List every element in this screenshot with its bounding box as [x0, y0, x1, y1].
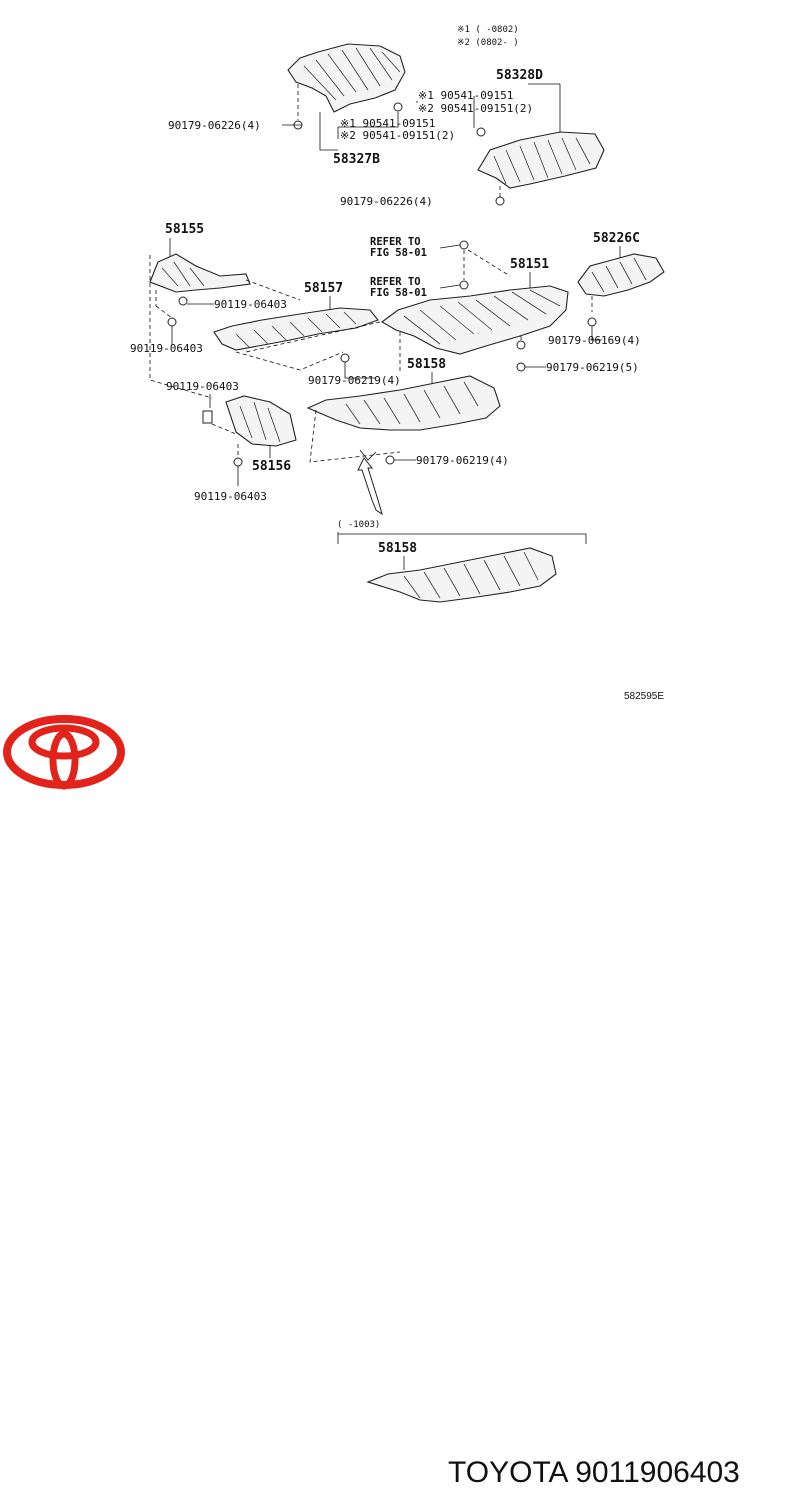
heat-shield-58327b	[287, 43, 406, 113]
heat-shield-58158	[306, 375, 501, 431]
refer-to-label: FIG 58-01	[370, 287, 427, 299]
bolt-icon	[587, 317, 597, 327]
fastener-label: 90119-06403	[214, 298, 287, 311]
part-number-58151: 58151	[510, 257, 549, 272]
nut-icon	[340, 353, 350, 363]
fastener-label: 90179-06219(4)	[308, 374, 401, 387]
fastener-label: ※2 90541-09151(2)	[418, 102, 533, 115]
diagram-canvas: ※1 ( -0802) ※2 (0802- ) 90179-06226(4) ※…	[130, 25, 665, 702]
arrow-icon	[357, 457, 383, 516]
note-1: ※1 ( -0802)	[457, 25, 519, 35]
heat-shield-58328d	[477, 131, 605, 189]
parts-diagram: ※1 ( -0802) ※2 (0802- ) 90179-06226(4) ※…	[130, 25, 665, 702]
drawing-code: 582595E	[624, 691, 664, 702]
bolt-icon	[167, 317, 177, 327]
fastener-label: 90179-06226(4)	[340, 195, 433, 208]
bolt-icon	[393, 102, 403, 112]
nut-icon	[385, 455, 395, 465]
part-number-58156: 58156	[252, 459, 291, 474]
nut-icon	[459, 280, 469, 290]
bolt-icon	[202, 410, 213, 424]
footer: TOYOTA 9011906403	[0, 712, 800, 1489]
fastener-label: 90179-06226(4)	[168, 119, 261, 132]
part-number-58158: 58158	[378, 541, 417, 556]
nut-icon	[516, 362, 526, 372]
heat-shield-58155	[149, 253, 251, 293]
fastener-label: ※1 90541-09151	[418, 89, 513, 102]
bolt-icon	[233, 457, 243, 467]
heat-shield-58158-variant	[366, 547, 557, 603]
heat-shield-58156	[225, 395, 297, 447]
refer-to-label: REFER TO	[370, 236, 421, 248]
part-number-58158: 58158	[407, 357, 446, 372]
brand-part-number: TOYOTA 9011906403	[448, 1456, 740, 1489]
part-number-58157: 58157	[304, 281, 343, 296]
note-2: ※2 (0802- )	[457, 38, 519, 48]
part-number-58226c: 58226C	[593, 231, 640, 246]
heat-shield-58157	[213, 307, 379, 351]
part-number-58328d: 58328D	[496, 68, 543, 83]
nut-icon	[459, 240, 469, 250]
part-number-58155: 58155	[165, 222, 204, 237]
refer-to-label: REFER TO	[370, 276, 421, 288]
refer-to-label: FIG 58-01	[370, 247, 427, 259]
heat-shield-58226c	[577, 253, 665, 297]
nut-icon	[516, 340, 526, 350]
fastener-label: 90179-06169(4)	[548, 334, 641, 347]
bolt-icon	[178, 296, 188, 306]
toyota-logo-icon	[3, 715, 125, 790]
part-number-58327b: 58327B	[333, 152, 380, 167]
fastener-label: ※2 90541-09151(2)	[340, 129, 455, 142]
nut-icon	[495, 196, 505, 206]
range-note: ( -1003)	[337, 520, 380, 530]
fastener-label: 90119-06403	[194, 490, 267, 503]
fastener-label: 90179-06219(5)	[546, 361, 639, 374]
fastener-label: 90119-06403	[166, 380, 239, 393]
fastener-label: 90119-06403	[130, 342, 203, 355]
heat-shield-58151	[381, 285, 569, 355]
bolt-icon	[476, 127, 486, 137]
fastener-label: 90179-06219(4)	[416, 454, 509, 467]
